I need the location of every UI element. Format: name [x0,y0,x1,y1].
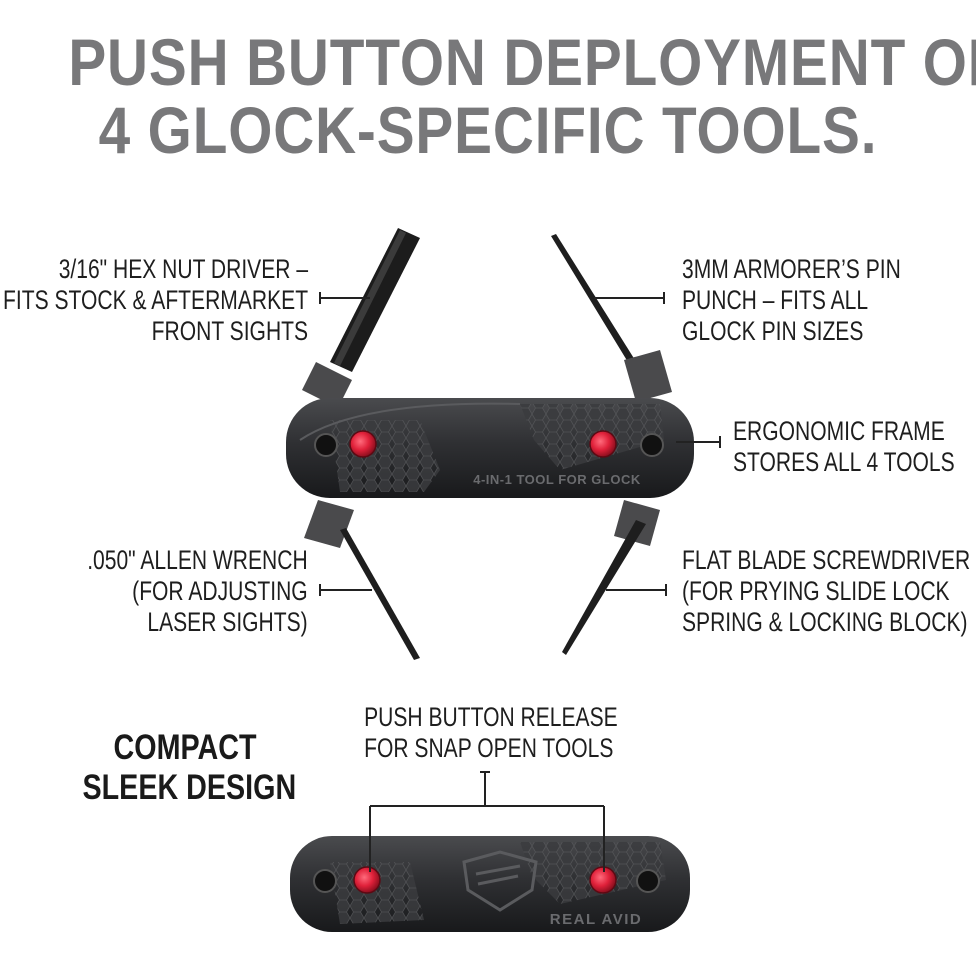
callout-allen-wrench-line-1: .050" ALLEN WRENCH [87,545,308,575]
headline: PUSH BUTTON DEPLOYMENT OF 4 GLOCK-SPECIF… [68,25,976,167]
headline-line-1: PUSH BUTTON DEPLOYMENT OF [68,25,976,99]
screw-icon [636,869,660,893]
callout-pin-punch-line-3: GLOCK PIN SIZES [682,316,864,346]
callout-hex-nut-driver-line-1: 3/16" HEX NUT DRIVER – [58,254,308,284]
leader-frame [676,436,721,448]
callout-pin-punch-line-2: PUNCH – FITS ALL [682,285,869,315]
callout-pin-punch-line-1: 3MM ARMORER’S PIN [682,254,901,284]
open-tool-frame: 4-IN-1 TOOL FOR GLOCK [286,398,694,498]
screw-icon [640,433,664,457]
release-button-right[interactable] [589,430,617,458]
shield-logo-stripes [475,864,521,886]
hex-nut-driver-tool [302,228,420,408]
flat-screwdriver-tool [562,500,660,655]
closed-tool-frame: REAL AVID [290,836,690,932]
pin-punch-tool [551,234,672,402]
callout-flat-screwdriver-line-3: SPRING & LOCKING BLOCK) [682,607,968,637]
screw-icon [314,433,338,457]
open-tool-engraving: 4-IN-1 TOOL FOR GLOCK [473,472,641,487]
callout-push-button-release-line-2: FOR SNAP OPEN TOOLS [364,733,614,763]
callout-flat-screwdriver: FLAT BLADE SCREWDRIVER (FOR PRYING SLIDE… [682,545,970,638]
callout-allen-wrench-line-2: (FOR ADJUSTING [132,576,308,606]
callout-ergonomic-frame-line-1: ERGONOMIC FRAME [733,416,945,446]
callout-ergonomic-frame-line-2: STORES ALL 4 TOOLS [733,447,955,477]
callout-flat-screwdriver-line-1: FLAT BLADE SCREWDRIVER [682,545,971,575]
screw-icon [313,869,337,893]
leader-release [369,771,605,872]
release-button-left[interactable] [349,430,377,458]
headline-line-2: 4 GLOCK-SPECIFIC TOOLS. [98,93,878,167]
leader-hex-driver [319,292,370,304]
closed-tool-engraving: REAL AVID [550,911,642,928]
callout-ergonomic-frame: ERGONOMIC FRAME STORES ALL 4 TOOLS [733,416,955,478]
callout-pin-punch: 3MM ARMORER’S PIN PUNCH – FITS ALL GLOCK… [682,254,901,347]
callout-allen-wrench: .050" ALLEN WRENCH (FOR ADJUSTING LASER … [88,545,308,638]
leader-screwdriver [606,584,667,596]
allen-wrench-tool [304,500,420,660]
callout-flat-screwdriver-line-2: (FOR PRYING SLIDE LOCK [682,576,950,606]
callout-push-button-release: PUSH BUTTON RELEASE FOR SNAP OPEN TOOLS [364,702,618,764]
shield-logo-icon [462,850,538,912]
closed-release-button-left[interactable] [353,866,381,894]
callout-hex-nut-driver-line-2: FITS STOCK & AFTERMARKET [2,285,308,315]
leader-lines [319,292,721,872]
leader-allen-wrench [319,584,372,596]
leader-pin-punch [594,292,665,304]
callout-hex-nut-driver-line-3: FRONT SIGHTS [151,316,308,346]
compact-line-2: SLEEK DESIGN [82,768,297,807]
callout-hex-nut-driver: 3/16" HEX NUT DRIVER – FITS STOCK & AFTE… [3,254,308,347]
compact-sleek-design: COMPACT SLEEK DESIGN [82,728,297,808]
callout-allen-wrench-line-3: LASER SIGHTS) [147,607,308,637]
callout-push-button-release-line-1: PUSH BUTTON RELEASE [364,702,618,732]
compact-line-1: COMPACT [113,728,257,767]
